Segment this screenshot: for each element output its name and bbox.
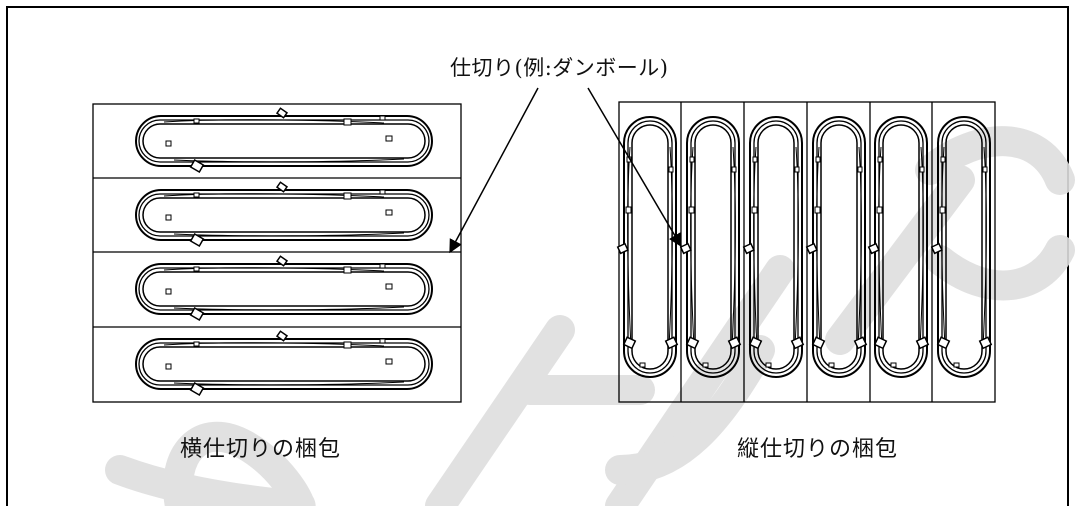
gasket-loop-icon — [616, 116, 679, 378]
callout-arrows — [449, 87, 682, 254]
arrow-icon — [449, 87, 539, 254]
gasket-loop-icon — [805, 116, 868, 378]
gasket-loop-icon — [742, 116, 805, 378]
frame-top-border — [6, 6, 1069, 8]
vertical-packing-caption: 縦仕切りの梱包 — [737, 437, 899, 462]
gasket-loop-icon — [930, 116, 993, 378]
partition-callout-label: 仕切り(例:ダンボール) — [450, 56, 669, 80]
gasket-loop-icon — [135, 330, 433, 396]
vertical-packing-box — [616, 101, 996, 403]
gasket-loop-icon — [135, 255, 433, 321]
gasket-loop-icon — [679, 116, 742, 378]
arrow-icon — [587, 87, 682, 248]
horizontal-packing-box — [92, 103, 462, 403]
gasket-loop-icon — [135, 181, 433, 247]
horizontal-packing-caption: 横仕切りの梱包 — [180, 437, 342, 462]
gasket-loop-icon — [867, 116, 930, 378]
frame-left-border — [6, 6, 8, 506]
gasket-loop-icon — [135, 107, 433, 173]
